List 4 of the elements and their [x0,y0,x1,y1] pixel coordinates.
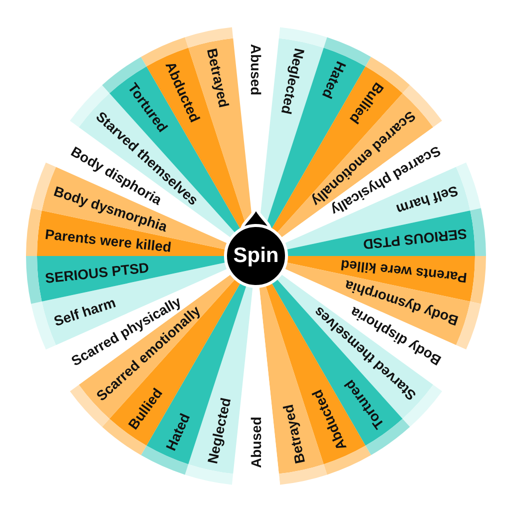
segment-label: Abused [247,301,265,468]
segment-label: Abused [247,44,265,211]
segment-label: SERIOUS PTSD [300,224,468,260]
segment-label: SERIOUS PTSD [44,252,212,288]
